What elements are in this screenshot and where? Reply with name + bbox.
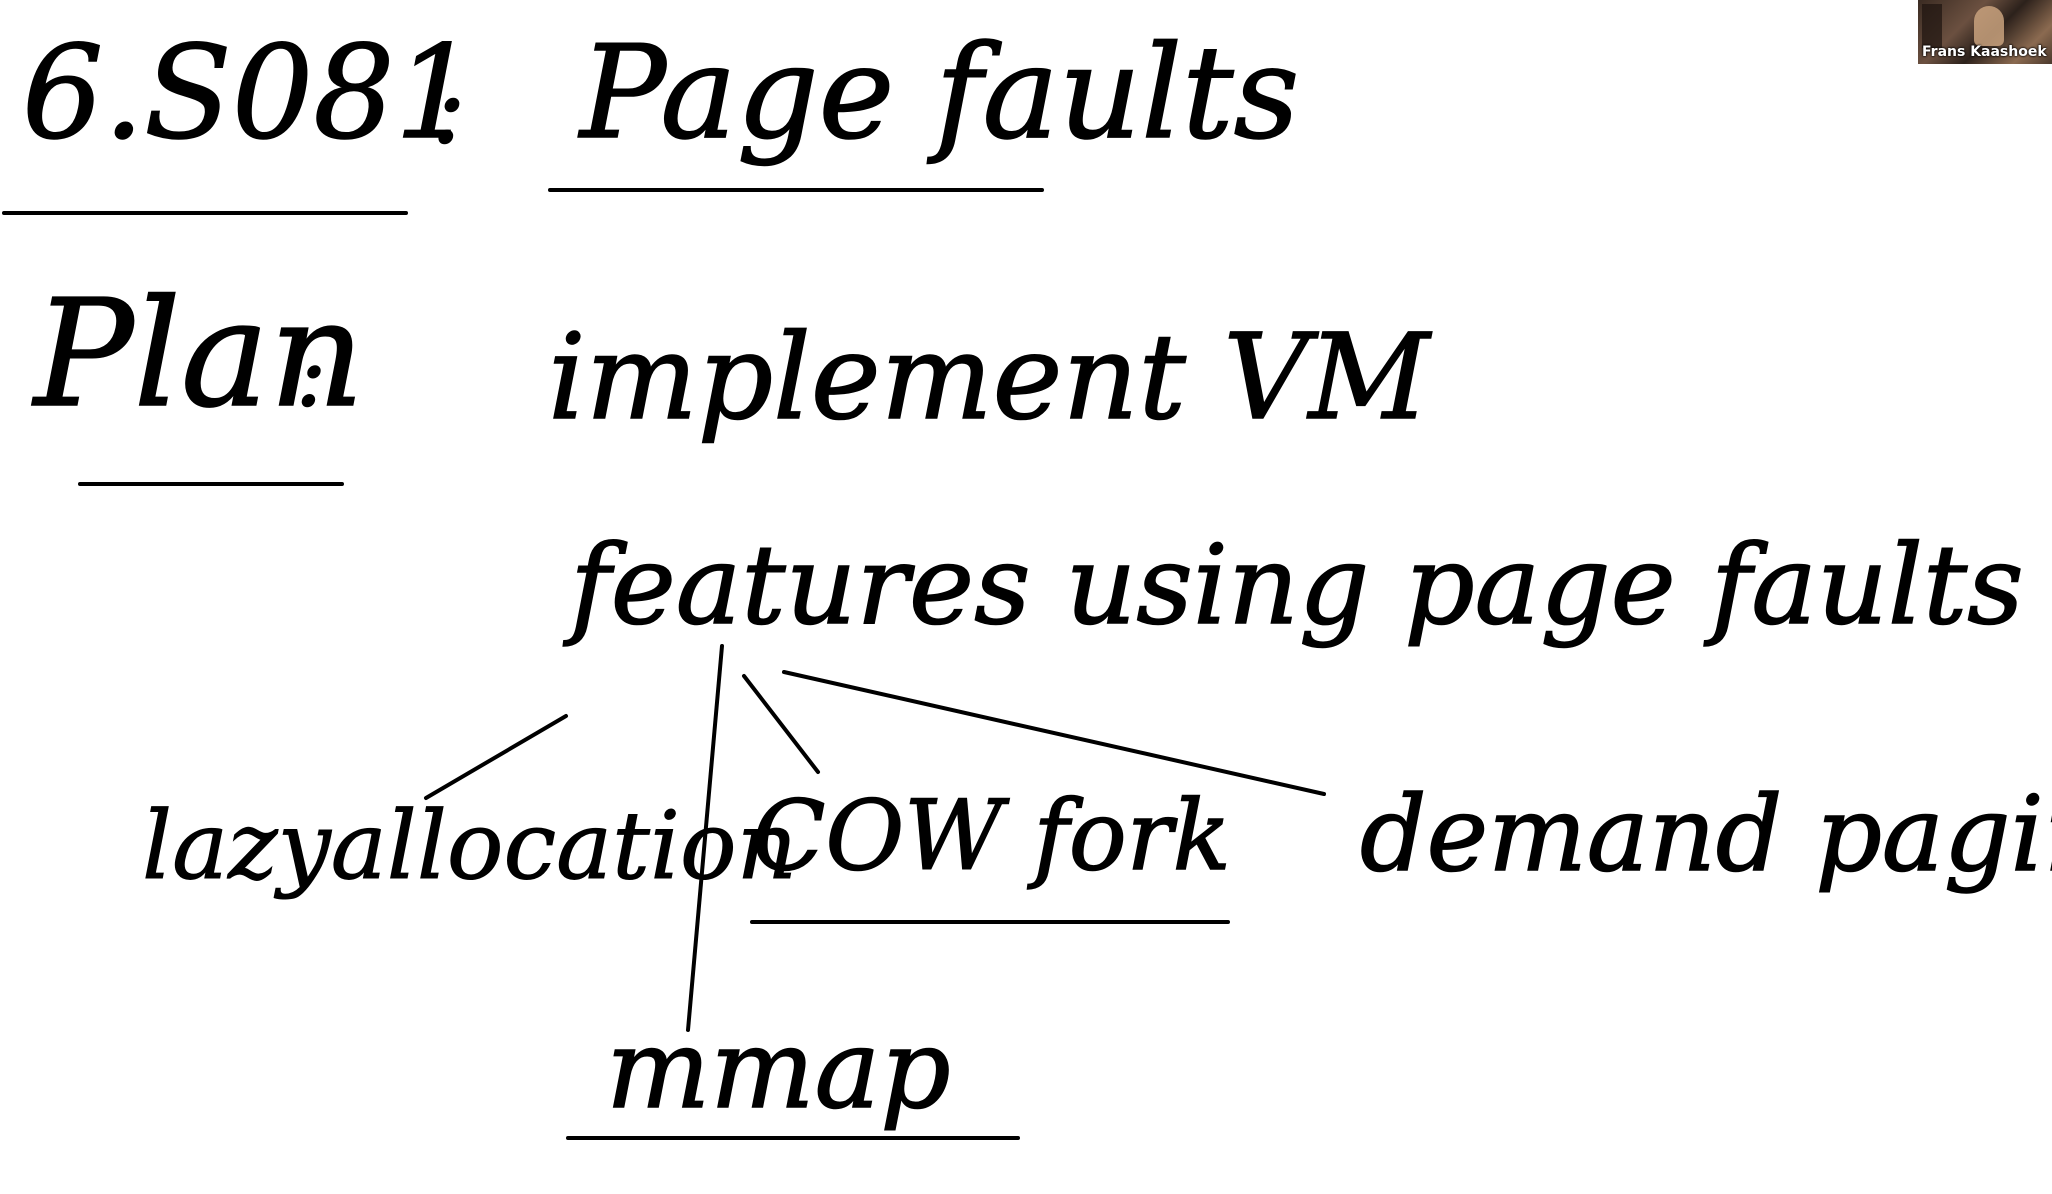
participant-video-tile[interactable]: Frans Kaashoek: [1918, 0, 2052, 64]
branch-mmap: [686, 644, 724, 1032]
mmap-label: mmap: [605, 1005, 951, 1133]
lecture-title: Page faults: [579, 19, 1300, 168]
plan-line-2: features using page faults: [569, 521, 2024, 649]
demand-paging-label: demand paging: [1359, 773, 2052, 895]
branch-lazy-allocation: [424, 714, 568, 800]
video-background-shelf: [1922, 4, 1942, 48]
lazy-allocation-label: lazyallocation: [141, 792, 798, 901]
participant-video-feed: [1974, 6, 2004, 46]
cow-fork-label: COW fork: [751, 780, 1231, 892]
plan-label: Plan: [33, 268, 365, 440]
plan-separator: :: [295, 322, 327, 427]
branch-cow-fork: [742, 674, 820, 774]
participant-name-label: Frans Kaashoek: [1922, 44, 2047, 60]
course-number: 6.S081: [21, 19, 477, 168]
title-separator: :: [431, 49, 466, 166]
plan-line-1: implement VM: [547, 308, 1430, 446]
branch-demand-paging: [782, 670, 1326, 796]
